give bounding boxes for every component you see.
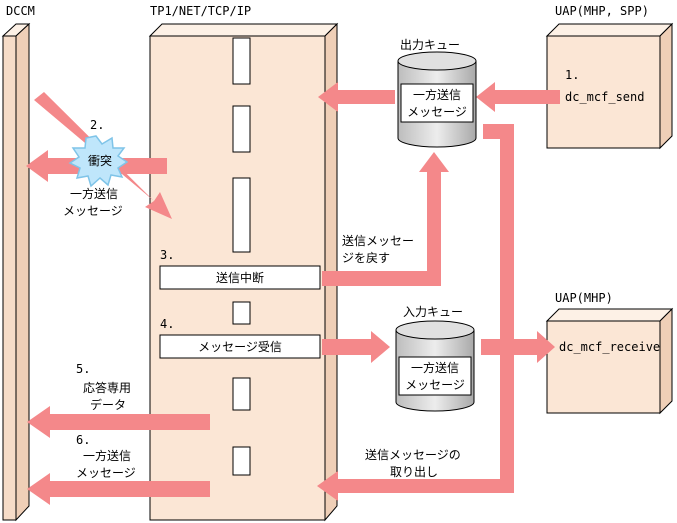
collision-label: 衝突 [88,153,112,168]
in-queue-label: 入力キュー [403,305,463,319]
msg-recv-label: メッセージ受信 [198,340,282,354]
caption-fetch-2: 取り出し [390,465,438,479]
step-5: 5. [76,362,90,376]
caption-oneway-1: 一方送信 [70,186,118,201]
arrow-send-to-queue [476,82,560,112]
step-3: 3. [160,248,174,262]
uap-send-label: UAP(MHP, SPP) [555,4,649,18]
arrow-return-to-queue [322,152,449,286]
func-receive: dc_mcf_receive [559,340,660,354]
caption-return-2: ジを戻す [342,251,390,265]
step-4: 4. [160,317,174,331]
tp1-label: TP1/NET/TCP/IP [150,4,251,18]
msg-recv-box: メッセージ受信 [159,334,321,359]
out-queue-msg-line2: メッセージ [407,105,467,119]
caption-oneway6-1: 一方送信 [83,448,131,463]
arrow-recv-to-queue [322,331,390,363]
arrow-queue-to-uap [481,331,555,363]
tp1-connection-slots [232,37,251,476]
func-send: dc_mcf_send [565,90,644,104]
caption-return-1: 送信メッセー [342,233,414,248]
uap-recv-label: UAP(MHP) [555,291,613,305]
out-queue-msg-line1: 一方送信 [413,87,461,102]
uap-recv-panel [545,307,674,415]
step-1: 1. [565,68,579,82]
in-queue-msg-line2: メッセージ [405,378,465,392]
step-6: 6. [76,433,90,447]
arrow-oneway6-to-dccm [27,473,210,505]
arrow-resp-to-dccm [27,406,210,438]
input-queue: 一方送信 メッセージ [395,320,475,412]
dccm-label: DCCM [6,4,35,18]
output-queue: 一方送信 メッセージ [397,51,477,148]
caption-resp-1: 応答専用 [83,380,131,395]
caption-oneway-2: メッセージ [63,204,123,218]
uap-send-panel [545,22,674,150]
collision-burst: 衝突 [68,135,129,188]
send-stop-box: 送信中断 [159,265,321,290]
send-stop-label: 送信中断 [216,270,264,285]
out-queue-label: 出力キュー [400,38,460,52]
in-queue-msg-line1: 一方送信 [411,360,459,375]
dccm-panel [1,22,31,522]
caption-oneway6-2: メッセージ [76,466,136,480]
caption-resp-2: データ [90,397,126,412]
caption-fetch-1: 送信メッセージの [365,447,461,462]
arrow-queue-to-tp1 [318,82,395,112]
step-2: 2. [90,118,104,132]
